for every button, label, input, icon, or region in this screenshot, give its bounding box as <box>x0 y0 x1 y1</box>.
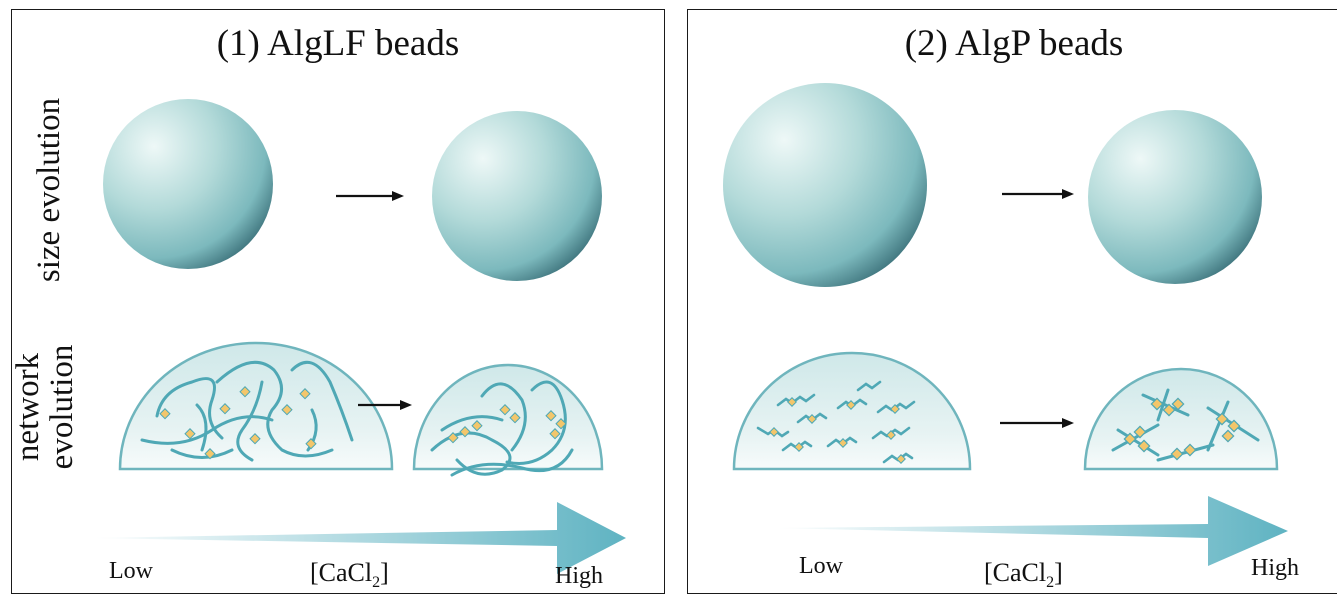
bead-large-low <box>103 99 273 269</box>
network-dome-high <box>1083 367 1279 471</box>
concentration-arrow-1 <box>90 502 626 574</box>
bead-large-low <box>723 83 927 287</box>
panel-title: (2) AlgP beads <box>904 23 1124 64</box>
gradient-high-label: High <box>555 563 603 589</box>
panel-algp: (2) AlgP beads <box>687 9 1337 594</box>
concentration-text: [CaCl <box>984 558 1047 587</box>
bead-small-high <box>432 111 602 281</box>
gradient-concentration-label: [CaCl2] <box>984 558 1063 592</box>
arrow-size-2 <box>1002 189 1074 199</box>
panel-alglf: (1) AlgLF beads size evolution network e… <box>10 9 665 594</box>
gradient-high-label: High <box>1251 555 1299 581</box>
arrow-network-2 <box>1000 418 1074 428</box>
concentration-text: [CaCl <box>310 558 373 587</box>
concentration-end: ] <box>380 558 389 587</box>
concentration-arrow-2 <box>774 496 1288 566</box>
network-dome-low <box>118 341 394 471</box>
gradient-low-label: Low <box>799 553 843 579</box>
concentration-sub: 2 <box>1046 574 1055 592</box>
network-dome-high <box>412 363 604 477</box>
gradient-concentration-label: [CaCl2] <box>310 558 389 592</box>
gradient-low-label: Low <box>109 558 153 584</box>
concentration-sub: 2 <box>372 574 381 592</box>
concentration-end: ] <box>1054 558 1063 587</box>
arrow-network-1 <box>358 400 412 410</box>
arrow-size-1 <box>336 191 404 201</box>
panel-title: (1) AlgLF beads <box>216 23 460 64</box>
network-dome-low <box>732 351 972 471</box>
bead-small-high <box>1088 110 1262 284</box>
